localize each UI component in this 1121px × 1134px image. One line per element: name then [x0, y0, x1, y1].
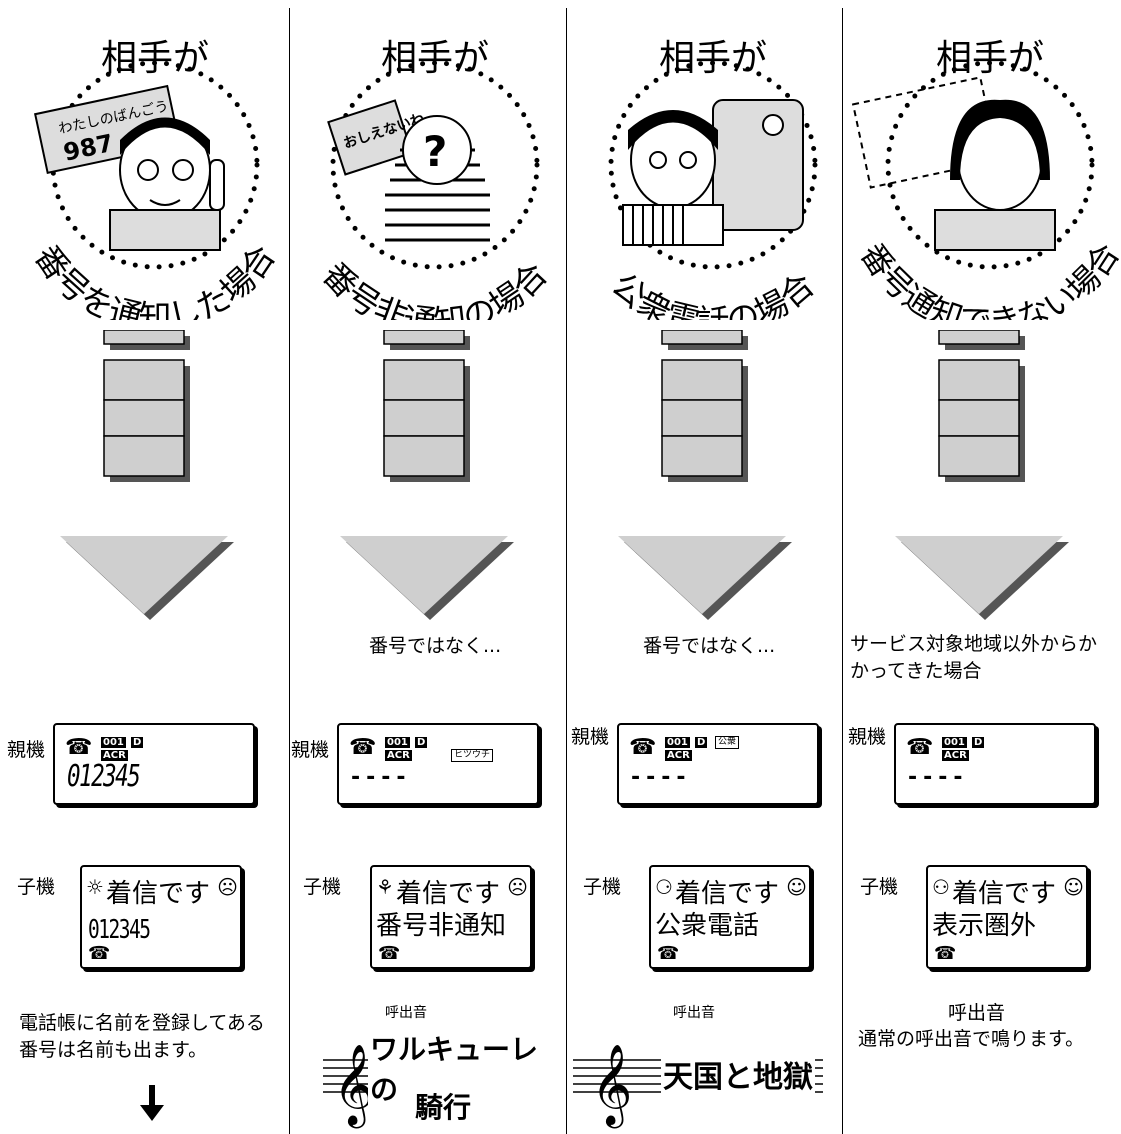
arrow-down-icon [140, 1085, 164, 1121]
ringtone-note: 通常の呼出音で鳴ります。 [858, 1028, 1085, 1050]
public-phone-badge: 公衆 [715, 736, 740, 749]
down-arrow [60, 330, 234, 620]
svg-text:公衆電話の場合: 公衆電話の場合 [604, 265, 822, 320]
phone-icon: ☎ [629, 735, 657, 760]
caller-number: ---- [631, 765, 692, 790]
note: 番号ではなく... [369, 635, 502, 657]
child-label: 子機 [583, 876, 622, 898]
caller-number: ---- [908, 765, 969, 790]
down-arrow [618, 330, 792, 620]
child-line-2: 公衆電話 [655, 911, 760, 941]
child-line-1: 着信です [675, 879, 780, 909]
ringtone-label: 呼出音 [385, 1005, 427, 1021]
child-display: ⚇ 着信です ☺ 表示圏外 ☎ [926, 865, 1088, 969]
down-arrow [340, 330, 514, 620]
face-icon: ☺ [786, 875, 807, 899]
caller-number: 012345 [67, 759, 141, 794]
acr-badge: ACR [665, 750, 692, 761]
handset-icon: ☎ [88, 943, 111, 964]
line-badge: 001 [385, 737, 410, 748]
child-label: 子機 [303, 876, 342, 898]
svg-text:番号非通知の場合: 番号非通知の場合 [315, 255, 555, 320]
child-line-2: 表示圏外 [932, 911, 1037, 941]
digital-badge: D [131, 737, 144, 748]
ringtone-caption: 呼出音 [948, 1002, 1006, 1024]
ringtone-banner: 𝄞 呼出音 ワルキューレの 騎行 [313, 1000, 553, 1130]
child-label: 子機 [860, 876, 899, 898]
down-arrow [895, 330, 1069, 620]
line-badge: 001 [942, 737, 967, 748]
caller-illustration: 相手が 公衆電話の場合 [604, 38, 822, 320]
ringtone-name: 天国と地獄 [661, 1052, 815, 1096]
note: サービス対象地域以外からかかってきた場合 [850, 633, 1098, 682]
parent-display: ☎ 001 D ACR ヒツウチ ---- [337, 723, 539, 805]
top-label: 相手が [659, 38, 767, 79]
column-divider-1 [289, 8, 290, 1134]
face-icon: ☹ [217, 875, 238, 899]
column-out-of-area: 相手が 番号通知できない場合 サービス対象地域以外からかかってきた場合 親機 ☎… [840, 0, 1120, 1134]
caller-illustration: 相手が 番号非通知の場合 おしえないわ ? [315, 38, 555, 320]
child-label: 子機 [17, 876, 56, 898]
caller-number: ---- [351, 765, 412, 790]
parent-label: 親機 [848, 726, 887, 748]
face-icon: ☹ [507, 875, 528, 899]
out-of-area-icon: ⚇ [932, 875, 950, 899]
svg-text:?: ? [423, 127, 447, 176]
phone-icon: ☎ [349, 735, 377, 760]
handset-icon: ☎ [378, 943, 401, 964]
arc-label: 番号非通知の場合 [315, 255, 555, 320]
face-icon: ☺ [1063, 875, 1084, 899]
digital-badge: D [972, 737, 985, 748]
acr-badge: ACR [101, 750, 128, 761]
child-line-2: 012345 [88, 915, 151, 945]
child-display: ⚘ 着信です ☹ 番号非通知 ☎ [370, 865, 532, 969]
phonebook-note: 電話帳に名前を登録してある番号は名前も出ます。 [19, 1012, 265, 1061]
child-line-1: 着信です [396, 879, 501, 909]
column-divider-3 [842, 8, 843, 1134]
phone-icon: ☎ [65, 735, 93, 760]
child-display: ☼ 着信です ☹ 012345 ☎ [80, 865, 242, 969]
parent-display: ☎ 001 D ACR ---- [894, 723, 1096, 805]
acr-badge: ACR [385, 750, 412, 761]
column-divider-2 [566, 8, 567, 1134]
line-badge: 001 [101, 737, 126, 748]
column-number-withheld: 相手が 番号非通知の場合 おしえないわ ? 番号ではなく... 親機 ☎ 001… [285, 0, 565, 1134]
handset-icon: ☎ [934, 943, 957, 964]
note: 番号ではなく... [643, 635, 776, 657]
parent-label: 親機 [7, 739, 46, 761]
acr-badge: ACR [942, 750, 969, 761]
parent-label: 親機 [571, 726, 610, 748]
parent-display: ☎ 001 D ACR 012345 [53, 723, 255, 805]
top-label: 相手が [381, 38, 489, 79]
top-label: 相手が [936, 38, 1044, 79]
phone-icon: ☎ [906, 735, 934, 760]
withheld-badge: ヒツウチ [451, 749, 494, 762]
child-line-1: 着信です [106, 879, 211, 909]
clef-icon: 𝄞 [333, 1043, 374, 1128]
ringtone-label: 呼出音 [673, 1005, 715, 1021]
ringtone-name-2: 騎行 [413, 1086, 474, 1126]
parent-label: 親機 [291, 739, 330, 761]
child-line-2: 番号非通知 [376, 911, 507, 941]
top-label: 相手が [101, 38, 209, 79]
coin-icon: ⚆ [655, 875, 673, 899]
column-public-phone: 相手が 公衆電話の場合 番号ではなく... 親機 ☎ 001 D ACR 公衆 … [563, 0, 843, 1134]
line-badge: 001 [665, 737, 690, 748]
arc-label: 公衆電話の場合 [604, 265, 822, 320]
sun-icon: ☼ [86, 875, 104, 899]
parent-display: ☎ 001 D ACR 公衆 ---- [617, 723, 819, 805]
ringtone-banner: 𝄞 呼出音 天国と地獄 [563, 1000, 833, 1130]
column-number-notified: 相手が 番号を通知した場合 わたしのばんごう 987 親機 ☎ 001 D AC… [5, 0, 285, 1134]
handset-icon: ☎ [657, 943, 680, 964]
caller-illustration: 相手が 番号を通知した場合 わたしのばんごう 987 [27, 38, 283, 320]
child-line-1: 着信です [952, 879, 1057, 909]
child-display: ⚆ 着信です ☺ 公衆電話 ☎ [649, 865, 811, 969]
clef-icon: 𝄞 [591, 1043, 632, 1128]
digital-badge: D [415, 737, 428, 748]
digital-badge: D [695, 737, 708, 748]
antenna-icon: ⚘ [376, 875, 394, 899]
caller-illustration: 相手が 番号通知できない場合 [851, 38, 1120, 320]
